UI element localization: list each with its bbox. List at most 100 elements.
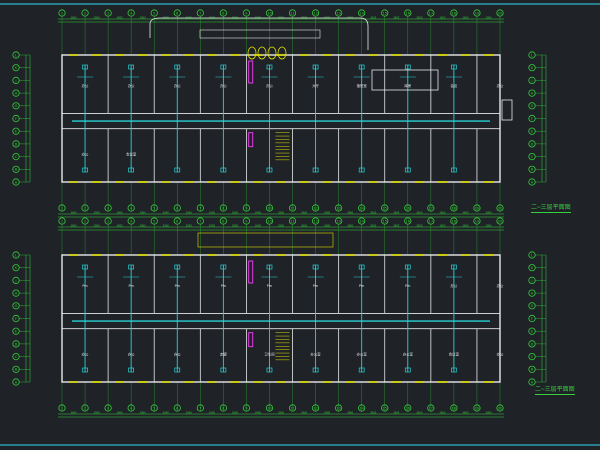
axis-right-C-label: C [531, 155, 534, 159]
axis-top-16-label: 16 [406, 11, 410, 15]
axis-top-9-label: 9 [245, 219, 247, 223]
axis-top-1-label: 1 [61, 219, 63, 223]
dim-text: 3900 [439, 16, 446, 19]
room-label: 会议 [451, 83, 458, 88]
dim-text: 3900 [117, 224, 124, 227]
dim-text: 3900 [347, 224, 354, 227]
dim-text: 3900 [94, 224, 101, 227]
axis-top-7-label: 7 [199, 11, 201, 15]
axis-top-13-label: 13 [336, 219, 340, 223]
dim-text: 3900 [462, 16, 469, 19]
dim-text: 3900 [140, 411, 147, 414]
axis-right-H-label: H [531, 292, 534, 296]
axis-left-L-label: L [15, 53, 17, 57]
diffuser [451, 264, 457, 270]
dim-text: 3900 [370, 411, 377, 414]
axis-bottom-14-label: 14 [359, 406, 364, 410]
axis-top-18-label: 18 [452, 219, 456, 223]
dim-text: 3900 [416, 224, 423, 227]
upper-plan-title: 二~三层平面图 [531, 204, 571, 213]
room-label: 办公室 [403, 351, 414, 356]
axis-top-4-label: 4 [130, 219, 133, 223]
dim-text: 3900 [370, 16, 377, 19]
diffuser [404, 167, 411, 173]
axis-right-A-label: A [531, 180, 534, 184]
axis-left-A-label: A [15, 380, 18, 384]
axis-left-A-label: A [15, 180, 18, 184]
stage-area [371, 69, 439, 91]
lower-floor-plan: 1390023900339004390053900639007390083900… [12, 217, 547, 418]
dim-text: 3900 [117, 411, 124, 414]
axis-right-E-label: E [531, 130, 533, 134]
drawing-frame [0, 3, 600, 446]
room-label: 办公 [128, 83, 135, 88]
atrium-skylight [197, 232, 334, 248]
diffuser [174, 367, 181, 373]
diffuser [128, 367, 135, 373]
axis-top-12-label: 12 [313, 11, 317, 15]
diffuser [451, 367, 457, 373]
axis-top-8-label: 8 [222, 11, 224, 15]
dim-text: 3900 [186, 224, 193, 227]
axis-right-G-label: G [531, 104, 534, 108]
dim-text: 3900 [301, 211, 308, 214]
axis-right-A-label: A [531, 380, 534, 384]
dim-text: 3900 [255, 224, 262, 227]
axis-top-14-label: 14 [359, 11, 364, 15]
dim-text: 3900 [370, 224, 377, 227]
diffuser [451, 167, 457, 173]
axis-top-10-label: 10 [267, 219, 271, 223]
diffuser [174, 264, 181, 270]
dim-text: 3900 [209, 411, 216, 414]
axis-top-20-label: 20 [498, 219, 502, 223]
room-label: Pm [175, 284, 181, 288]
equipment-unit [248, 60, 254, 84]
room-label: 办公 [82, 83, 89, 88]
diffuser [82, 264, 88, 270]
axis-left-B-label: B [15, 168, 18, 172]
room-label: Pm [359, 284, 365, 288]
dim-text: 3900 [416, 16, 423, 19]
dim-text: 3900 [278, 224, 285, 227]
diffuser [266, 264, 273, 270]
dim-text: 3900 [186, 411, 193, 414]
axis-left-F-label: F [15, 317, 17, 321]
dim-text: 3900 [140, 211, 147, 214]
dim-text: 3900 [70, 211, 77, 214]
dim-text: 3900 [163, 411, 170, 414]
axis-left-D-label: D [15, 142, 18, 146]
room-label: Pm [313, 284, 319, 288]
dim-text: 3900 [393, 224, 400, 227]
room-label: 办公 [497, 283, 504, 288]
equipment-unit [248, 132, 254, 148]
dim-text: 3900 [94, 16, 101, 19]
axis-right-F-label: F [531, 117, 533, 121]
axis-left-E-label: E [15, 330, 17, 334]
room-label: 走廊 [220, 351, 227, 356]
axis-left-E-label: E [15, 130, 17, 134]
diffuser [266, 64, 273, 70]
dim-text: 3900 [232, 224, 239, 227]
room-label: 办公 [82, 351, 89, 356]
room-label: 大厅 [312, 83, 319, 88]
axis-right-L-label: L [531, 53, 533, 57]
axis-top-9-label: 9 [245, 11, 247, 15]
diffuser [82, 167, 88, 173]
dim-text: 3900 [439, 411, 446, 414]
diffuser [82, 64, 88, 70]
axis-left-G-label: G [15, 304, 18, 308]
axis-left-J-label: J [14, 79, 16, 83]
diffuser [220, 64, 227, 70]
axis-left-K-label: K [15, 266, 18, 270]
axis-top-10-label: 10 [267, 11, 271, 15]
axis-top-7-label: 7 [199, 219, 201, 223]
dim-text: 3900 [232, 211, 239, 214]
axis-left-H-label: H [15, 292, 18, 296]
entrance-column [277, 46, 287, 60]
axis-top-15-label: 15 [383, 219, 387, 223]
axis-left-K-label: K [15, 66, 18, 70]
dim-text: 3900 [117, 211, 124, 214]
axis-bottom-4-label: 4 [130, 206, 133, 210]
diffuser [128, 264, 135, 270]
axis-top-14-label: 14 [359, 219, 364, 223]
